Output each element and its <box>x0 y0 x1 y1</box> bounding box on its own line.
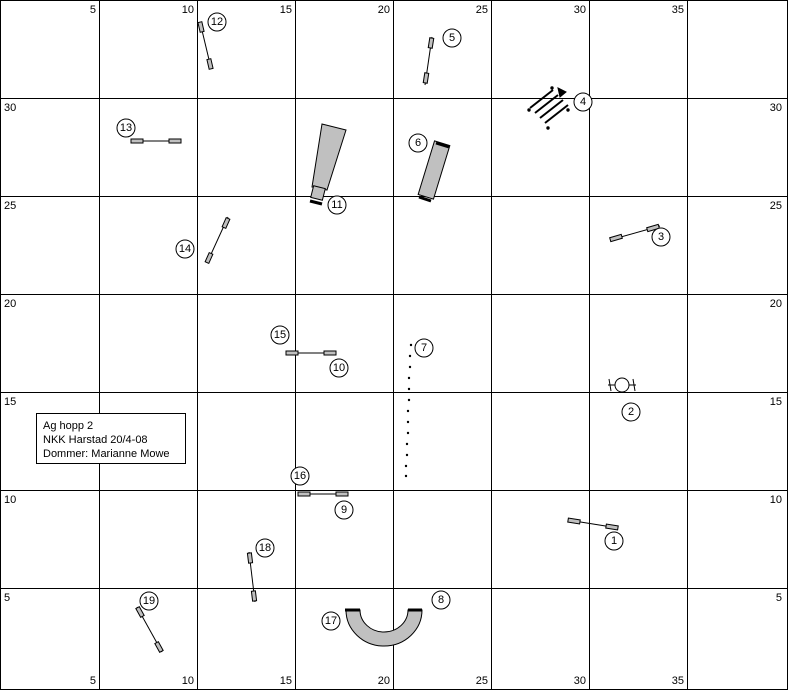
obstacle-number: 4 <box>580 96 586 108</box>
obstacle-number: 14 <box>179 243 191 255</box>
obstacle-number: 9 <box>341 504 347 516</box>
tunnel-obstacle <box>417 140 451 203</box>
right-axis-label: 20 <box>770 298 782 310</box>
right-axis-label: 5 <box>776 592 782 604</box>
obstacle-marker-4: 4 <box>573 92 593 112</box>
obstacle-number: 16 <box>294 470 306 482</box>
obstacle-marker-12: 12 <box>207 12 227 32</box>
top-axis-label: 20 <box>378 4 390 16</box>
tyre-obstacle <box>608 377 636 393</box>
top-axis-label: 15 <box>280 4 292 16</box>
obstacle-number: 3 <box>658 231 664 243</box>
obstacle-number: 18 <box>259 542 271 554</box>
obstacle-marker-16: 16 <box>290 466 310 486</box>
jump-obstacle <box>422 36 435 86</box>
left-axis-label: 30 <box>4 102 16 114</box>
top-axis-label: 25 <box>476 4 488 16</box>
obstacle-number: 11 <box>331 199 342 211</box>
obstacle-marker-1: 1 <box>604 531 624 551</box>
obstacle-number: 19 <box>143 595 155 607</box>
left-axis-label: 5 <box>4 592 10 604</box>
obstacle-marker-13: 13 <box>116 118 136 138</box>
obstacle-marker-7: 7 <box>414 338 434 358</box>
course-event: NKK Harstad 20/4-08 <box>43 434 148 446</box>
left-axis-label: 15 <box>4 396 16 408</box>
left-axis-label: 25 <box>4 200 16 212</box>
obstacle-marker-6: 6 <box>408 133 428 153</box>
obstacle-marker-19: 19 <box>139 591 159 611</box>
obstacle-number: 15 <box>274 329 286 341</box>
obstacle-marker-3: 3 <box>651 227 671 247</box>
jump-obstacle <box>567 517 619 531</box>
jump-obstacle <box>297 491 349 497</box>
right-axis-label: 25 <box>770 200 782 212</box>
left-axis-label: 20 <box>4 298 16 310</box>
obstacle-number: 17 <box>325 615 337 627</box>
bottom-axis-labels: 5 10 15 20 25 30 35 <box>90 675 684 687</box>
course-info-box: Ag hopp 2 NKK Harstad 20/4-08 Dommer: Ma… <box>36 413 186 464</box>
jump-obstacle <box>204 216 231 265</box>
bottom-axis-label: 20 <box>378 675 390 687</box>
obstacle-marker-17: 17 <box>321 611 341 631</box>
obstacle-number: 13 <box>120 122 132 134</box>
obstacle-marker-11: 11 <box>327 195 347 215</box>
obstacle-number: 7 <box>421 342 427 354</box>
obstacle-marker-15: 15 <box>270 325 290 345</box>
course-title: Ag hopp 2 <box>43 420 94 432</box>
bottom-axis-label: 35 <box>672 675 684 687</box>
right-axis-label: 30 <box>770 102 782 114</box>
top-axis-label: 10 <box>182 4 194 16</box>
obstacle-number: 8 <box>438 594 444 606</box>
obstacle-marker-5: 5 <box>442 28 462 48</box>
jump-obstacle <box>609 223 661 243</box>
right-axis-label: 15 <box>770 396 782 408</box>
jump-obstacle <box>246 551 258 603</box>
obstacle-number: 1 <box>611 535 617 547</box>
bottom-axis-label: 15 <box>280 675 292 687</box>
chute-obstacle <box>309 123 347 206</box>
obstacle-marker-18: 18 <box>255 538 275 558</box>
top-axis-label: 35 <box>672 4 684 16</box>
jump-obstacle <box>130 138 182 144</box>
obstacle-marker-8: 8 <box>431 590 451 610</box>
course-judge: Dommer: Marianne Mowe <box>43 448 170 460</box>
curved-tunnel-obstacle <box>345 608 423 647</box>
left-axis-label: 10 <box>4 494 16 506</box>
weave-poles-obstacle <box>404 343 413 478</box>
obstacle-number: 6 <box>415 137 421 149</box>
top-axis-label: 30 <box>574 4 586 16</box>
long-jump-obstacle <box>527 86 570 130</box>
obstacle-number: 12 <box>211 16 223 28</box>
jump-obstacle <box>285 350 337 356</box>
obstacle-marker-9: 9 <box>334 500 354 520</box>
obstacle-marker-10: 10 <box>329 358 349 378</box>
obstacle-number: 5 <box>449 32 455 44</box>
top-axis-label: 5 <box>90 4 96 16</box>
left-axis-labels: 30 25 20 15 10 5 <box>4 102 16 604</box>
obstacle-number: 10 <box>333 362 345 374</box>
bottom-axis-label: 25 <box>476 675 488 687</box>
bottom-axis-label: 30 <box>574 675 586 687</box>
bottom-axis-label: 5 <box>90 675 96 687</box>
top-axis-labels: 5 10 15 20 25 30 35 <box>90 4 684 16</box>
bottom-axis-label: 10 <box>182 675 194 687</box>
right-axis-label: 10 <box>770 494 782 506</box>
obstacle-marker-2: 2 <box>621 402 641 422</box>
right-axis-labels: 30 25 20 15 10 5 <box>770 102 782 604</box>
jump-obstacle <box>135 605 164 654</box>
jump-obstacle <box>197 21 214 70</box>
obstacle-number: 2 <box>628 406 634 418</box>
obstacle-marker-14: 14 <box>175 239 195 259</box>
